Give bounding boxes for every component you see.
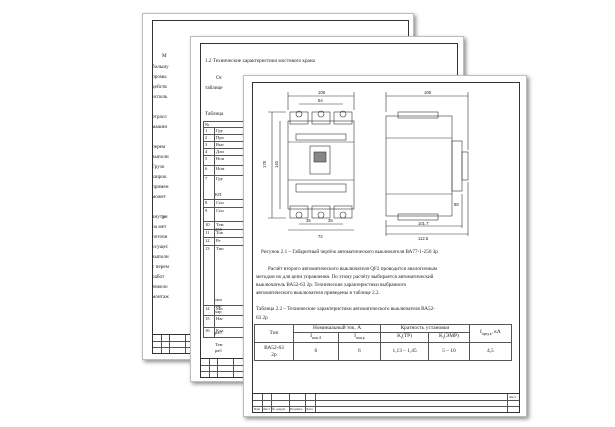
side-view-body [385,115,453,217]
intro-fragment: таблице [205,85,223,91]
paragraph-line: автоматического выключателя приведены в … [256,290,380,296]
front-sheet-page: 108 54 178 140 35 35 72 106 101.7 112.5 … [243,75,527,417]
partial-text-line: с перем [152,264,169,270]
th-type: Тип [254,323,294,344]
partial-text-line: примен [152,184,169,190]
dim-height-outer: 178 [262,160,267,168]
cell-inom-r: 6 [337,342,382,362]
breaker-spec-table: Тип Номинальный ток, А Кратность установ… [254,323,513,362]
body-paragraph: Расчёт второго автоматического выключате… [256,265,518,297]
table-caption: Таблица [205,111,224,117]
paragraph-line: Расчёт второго автоматического выключате… [268,266,437,272]
dim-bottom-a: 35 [306,218,311,223]
partial-text-line: на мет [152,224,167,230]
partial-text-line: промы [152,74,167,80]
table-caption: Таблица 2.2 – Технические характеристики… [256,306,435,312]
table-cell-fragment: хар [215,303,222,308]
dim-front-width: 108 [318,90,326,95]
table-cell-fragment: раб [215,348,222,353]
table-cell-fragment: КП [215,192,222,197]
front-view-body [287,120,355,210]
table-cell-fragment: 255 [215,227,222,232]
partial-text-line: выполн [152,154,169,160]
table-cell-fragment: раб [215,330,222,335]
cell-k-tr: 1,13 – 1,45 [380,342,430,362]
th-k-tr: Ki(ТР) [380,331,430,344]
cell-k-emr: 5 – 10 [428,342,470,362]
partial-text-line: поточн [152,234,168,240]
dim-side-width: 106 [424,90,432,95]
partial-text-line: работ [152,274,165,280]
partial-text-line: исполь [152,94,168,100]
th-setting-ratio: Кратность установки [380,324,470,333]
partial-text-line: отрасл [152,114,167,120]
fragment-heading-a: М [162,53,167,59]
partial-text-line: внутри [152,214,168,220]
cell-inom-a: 6 [293,342,339,362]
dim-front-inner: 54 [318,98,323,103]
th-inom-r: Iном.р [337,331,382,344]
partial-text-line: монтаж [152,294,169,300]
table-cell-fragment: хар [215,309,222,314]
table-cell-fragment: тип [215,297,222,302]
dim-side-small: 88 [454,202,459,207]
th-k-emr: Ki(ЭМР) [428,331,470,344]
th-breaking-capacity: Iпред.к, кА [468,323,513,344]
partial-text-line: тяжело [152,284,168,290]
circuit-breaker-dimension-drawing: 108 54 178 140 35 35 72 106 101.7 112.5 … [262,90,469,241]
section-heading: 1.2 Технические характеристики мостового… [205,58,315,64]
partial-text-line: большу [152,64,169,70]
paragraph-line: выключатель ВА52-63 2р. Технические хара… [256,282,407,288]
fragment-heading-b: У [162,215,166,221]
partial-text-line: Грузо [152,164,165,170]
dim-bottom-c: 72 [318,234,323,239]
dim-height-inner: 140 [274,160,279,168]
intro-fragment: Ос [216,75,223,81]
partial-text-line: широк [152,174,167,180]
th-inom-a: Iном.А [293,331,339,344]
partial-text-line: выполн [152,254,169,260]
dim-bottom-b: 35 [328,218,333,223]
partial-text-line: перем [152,144,166,150]
th-nominal-current: Номинальный ток, А [292,324,382,333]
partial-text-line: машин [152,124,168,130]
toggle-handle [309,145,331,175]
partial-text-line: может [152,194,166,200]
partial-text-line: действ [152,84,167,90]
paragraph-line: методом но для цепи управления. По этому… [256,274,434,280]
table-cell-fragment: Тем [215,342,223,347]
partial-text-line: осущес [152,244,169,250]
dim-side-bottom-b: 112.5 [418,236,429,241]
dim-side-bottom-a: 101.7 [418,221,429,226]
table-caption-cont: 63 2р [256,315,268,321]
cell-breaking-capacity: 4,5 [468,342,513,362]
figure-caption: Рисунок 2.1 – Габаритный чертёж автомати… [261,249,438,255]
title-block: Изм Лист № докум. Подпись Дата Лист [252,393,520,413]
